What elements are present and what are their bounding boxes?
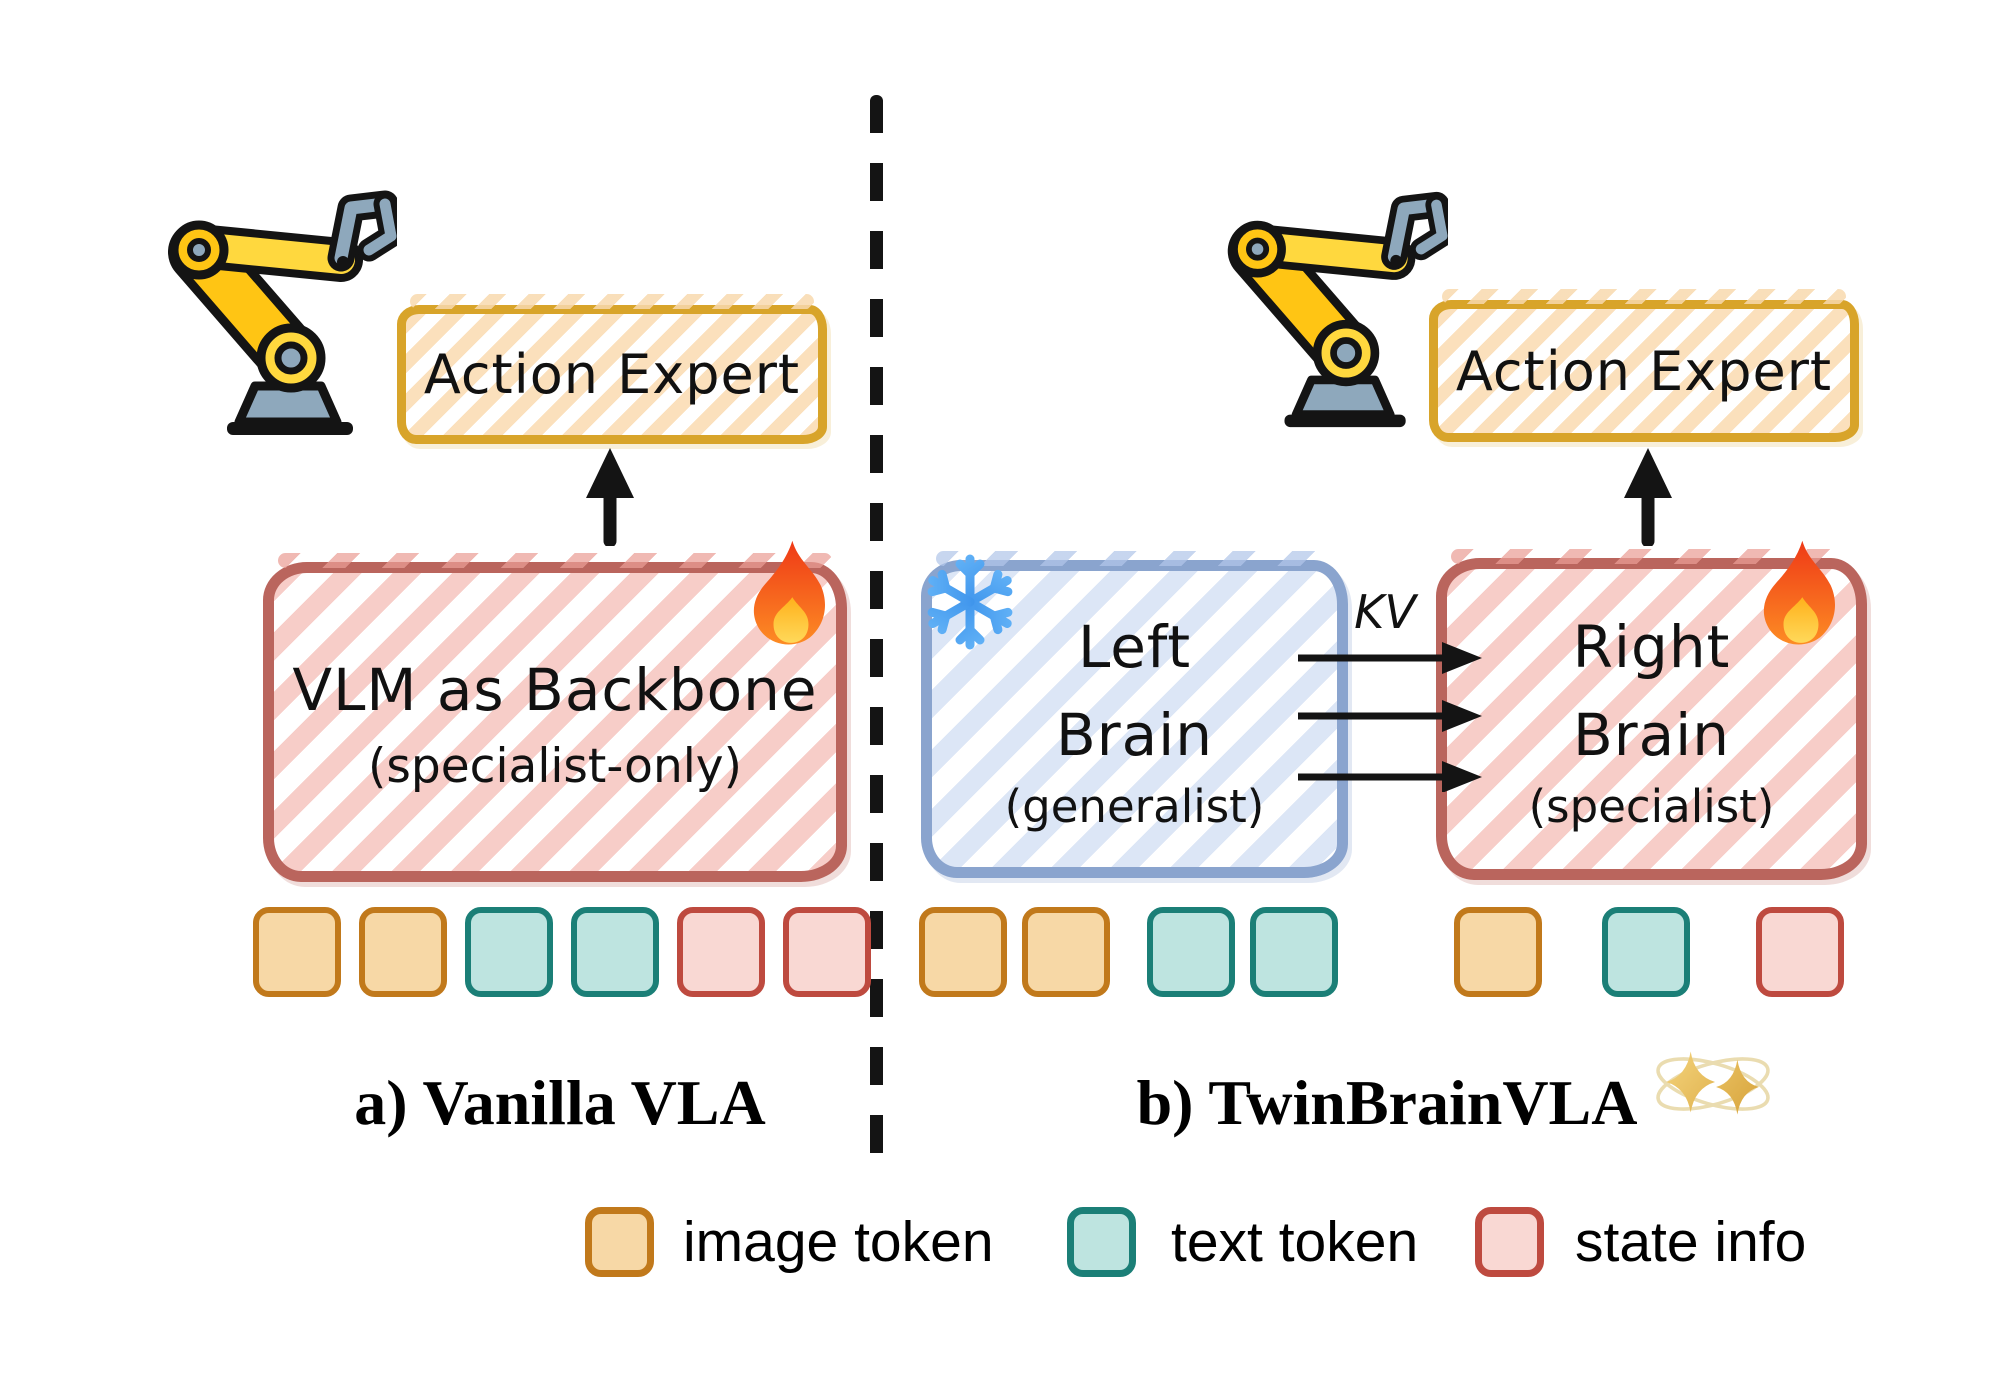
vlm-backbone-box: VLM as Backbone (specialist-only) <box>263 553 847 882</box>
image-token <box>253 907 341 997</box>
snowflake-icon <box>927 554 1013 650</box>
vlm-backbone-text: VLM as Backbone (specialist-only) <box>274 573 836 871</box>
text-token <box>1147 907 1235 997</box>
legend-label-image-token: image token <box>683 1210 994 1274</box>
right-brain-line2: Brain <box>1572 701 1731 769</box>
text-token <box>465 907 553 997</box>
up-arrow <box>1624 448 1672 546</box>
right-brain-subtitle: (specialist) <box>1528 780 1775 833</box>
caption-twinbrain-vla: b) TwinBrainVLA <box>1136 1067 1638 1138</box>
image-token <box>1022 907 1110 997</box>
text-token <box>571 907 659 997</box>
robot-arm-icon <box>1227 191 1448 428</box>
legend-swatch-image-token <box>585 1207 654 1277</box>
robot-arm-icon <box>168 190 397 435</box>
kv-arrows <box>1298 642 1482 792</box>
state-token <box>1756 907 1844 997</box>
legend-swatch-state-info <box>1475 1207 1544 1277</box>
right-brain-text: Right Brain (specialist) <box>1447 569 1856 869</box>
vlm-backbone-title: VLM as Backbone <box>292 656 818 724</box>
state-token <box>783 907 871 997</box>
left-brain-line2: Brain <box>1055 701 1214 769</box>
action-expert-box-a: Action Expert <box>397 294 827 444</box>
left-brain-line1: Left <box>1077 613 1192 681</box>
action-expert-box-b: Action Expert <box>1429 289 1859 442</box>
dashed-divider <box>870 95 883 1180</box>
fire-icon <box>753 540 826 645</box>
image-token <box>359 907 447 997</box>
text-token <box>1602 907 1690 997</box>
caption-vanilla-vla: a) Vanilla VLA <box>354 1067 766 1138</box>
vlm-backbone-subtitle: (specialist-only) <box>368 739 742 794</box>
action-expert-label-b: Action Expert <box>1455 339 1833 403</box>
legend-label-state-info: state info <box>1575 1210 1807 1274</box>
action-expert-label-a: Action Expert <box>423 343 801 406</box>
up-arrow <box>586 448 634 546</box>
legend-label-text-token: text token <box>1171 1210 1419 1274</box>
right-brain-line1: Right <box>1572 613 1731 681</box>
kv-label: KV <box>1354 585 1416 639</box>
text-token <box>1250 907 1338 997</box>
image-token <box>1454 907 1542 997</box>
image-token <box>919 907 1007 997</box>
state-token <box>677 907 765 997</box>
left-brain-subtitle: (generalist) <box>1004 780 1265 833</box>
fire-icon <box>1763 540 1836 645</box>
sparkles-icon <box>1656 1051 1770 1115</box>
left-brain-text: Left Brain (generalist) <box>932 571 1337 867</box>
legend-swatch-text-token <box>1067 1207 1136 1277</box>
